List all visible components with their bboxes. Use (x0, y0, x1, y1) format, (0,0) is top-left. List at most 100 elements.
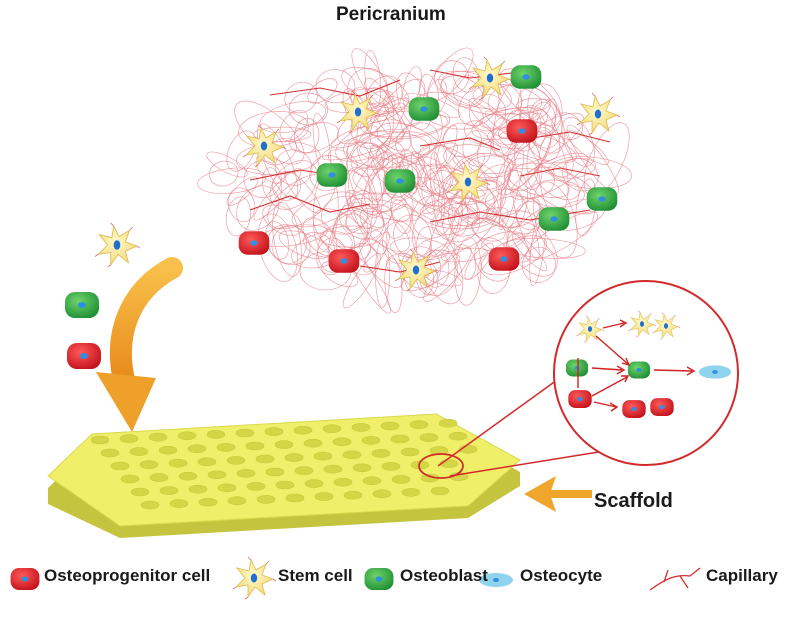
scaffold-pore (439, 459, 459, 468)
cascade-arrows (577, 319, 696, 412)
osteoprogenitor-cell (488, 247, 520, 271)
pericranium-fiber (291, 191, 356, 228)
scaffold-pore (293, 425, 313, 435)
pericranium-fiber (364, 50, 382, 108)
scaffold-pore (246, 482, 266, 491)
scaffold-pore (236, 469, 256, 478)
scaffold-pore (216, 443, 236, 452)
scaffold-pore (343, 490, 363, 500)
scaffold-pore (401, 488, 421, 497)
scaffold-pore (226, 456, 246, 465)
pericranium-fiber (389, 237, 450, 261)
scaffold-pore (100, 448, 120, 458)
pericranium-fiber (534, 162, 580, 201)
capillary (359, 261, 441, 273)
scaffold-pointer-arrow (524, 476, 592, 512)
scaffold-pore (323, 464, 343, 474)
osteoblast (627, 361, 651, 379)
scaffold-pore (285, 493, 305, 503)
differentiation-cascade (565, 310, 732, 418)
pericranium-fiber (294, 117, 320, 154)
scaffold-pore (274, 440, 294, 449)
pericranium-fiber (452, 75, 484, 106)
pericranium-fiber (344, 166, 378, 230)
capillary (519, 167, 601, 177)
osteoprogenitor-cell (238, 231, 270, 255)
osteoblast (384, 169, 416, 193)
scaffold-pore (177, 431, 197, 441)
pericranium-fiber (226, 130, 257, 172)
scaffold-pore (264, 427, 284, 436)
osteoblast (316, 163, 348, 187)
pericranium-fiber (448, 196, 469, 236)
pericranium-fiber (359, 237, 404, 288)
scaffold-pore (130, 487, 150, 497)
pericranium-fiber (279, 109, 308, 141)
pericranium-fiber (485, 188, 523, 216)
pericranium-fiber (363, 231, 390, 273)
scaffold-pore (361, 436, 381, 445)
scaffold-pore (120, 474, 140, 484)
pericranium-fiber (262, 167, 283, 203)
scaffold-pore (139, 460, 159, 469)
pericranium-fiber (562, 158, 599, 192)
pericranium-fiber (383, 96, 421, 127)
scaffold-pore (197, 457, 217, 467)
scaffold-pore (342, 450, 362, 460)
pericranium-fiber (480, 235, 548, 276)
scaffold-pore (178, 471, 198, 481)
capillary-icon (649, 567, 701, 591)
legend-label-stem-cell: Stem cell (278, 566, 353, 585)
pericranium-fiber (468, 155, 515, 174)
pericranium-fiber (499, 130, 577, 164)
scaffold-pore (284, 453, 304, 462)
scaffold-pore (110, 461, 130, 471)
pericranium-fiber (384, 257, 403, 313)
pericranium-fiber (429, 207, 460, 257)
osteoblast (65, 292, 99, 318)
scaffold-pore (275, 480, 295, 490)
pericranium-fiber (382, 221, 416, 265)
scaffold-pore (168, 458, 188, 468)
legend-label-capillary: Capillary (706, 566, 778, 585)
scaffold-pore (265, 467, 285, 477)
scaffold-pore (332, 437, 352, 447)
scaffold-pore (390, 434, 410, 444)
scaffold-pore (198, 497, 218, 507)
stem-cell (336, 90, 380, 134)
osteocyte (698, 365, 732, 379)
pericranium-fiber (345, 102, 405, 172)
scaffold-pore (303, 438, 323, 448)
scaffold-pore (400, 447, 420, 457)
pericranium-fiber (511, 233, 548, 272)
scaffold (47, 413, 521, 538)
legend-label-osteoblast: Osteoblast (400, 566, 488, 585)
pericranium-fiber (387, 204, 413, 239)
pericranium-fiber (499, 170, 528, 229)
osteoprogenitor-cell (328, 249, 360, 273)
pericranium-fiber (468, 94, 507, 132)
osteoblast (538, 207, 570, 231)
osteoprogenitor-cell (506, 119, 538, 143)
scaffold-pore (169, 499, 189, 508)
scaffold-pore (119, 434, 139, 443)
osteoblast (565, 359, 589, 377)
scaffold-pore (294, 466, 314, 475)
scaffold-pore (322, 424, 342, 434)
scaffold-pore (351, 423, 371, 432)
scaffold-pore (371, 449, 391, 458)
pericranium-fiber (391, 199, 412, 234)
osteoblast (586, 187, 618, 211)
pericranium-fiber (443, 122, 482, 158)
pericranium-fiber (226, 176, 259, 206)
pericranium-fiber (351, 197, 420, 222)
pericranium-fiber (377, 122, 448, 167)
osteoprogenitor-cell-icon (10, 567, 40, 591)
pericranium-fiber (262, 204, 303, 236)
scaffold-pore (149, 473, 169, 482)
pericranium-fiber (376, 140, 406, 170)
scaffold-pore (333, 477, 353, 487)
pericranium-fiber (507, 112, 585, 166)
pericranium-fiber (561, 116, 595, 167)
pericranium-fiber (533, 181, 578, 259)
